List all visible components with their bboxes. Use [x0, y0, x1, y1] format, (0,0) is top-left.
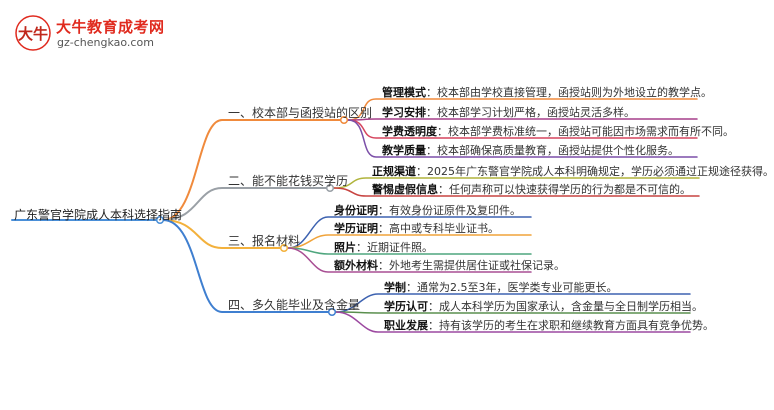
- root-topic: 广东警官学院成人本科选择指南: [14, 208, 183, 222]
- mindmap-connectors: [11, 98, 700, 333]
- leaf-text: 校本部由学校直接管理，函授站则为外地设立的教学点。: [437, 86, 712, 99]
- leaf-separator: ：: [428, 319, 439, 332]
- leaf-text: 近期证件照。: [367, 241, 433, 254]
- leaf-item-1-4: 教学质量：校本部确保高质量教育，函授站提供个性化服务。: [382, 142, 679, 158]
- leaf-separator: ：: [437, 125, 448, 138]
- leaf-text: 外地考生需提供居住证或社保记录。: [389, 259, 565, 272]
- branch-dot-1: [339, 115, 349, 125]
- branch-connector-3: [162, 219, 281, 249]
- leaf-connector-3-4: [287, 247, 532, 273]
- logo-title: 大牛教育成考网: [56, 18, 165, 36]
- leaf-connector-4-3: [335, 311, 691, 333]
- leaf-text: 校本部确保高质量教育，函授站提供个性化服务。: [437, 144, 679, 157]
- leaf-key: 学费透明度: [382, 125, 437, 138]
- root-dot: [155, 215, 165, 225]
- branch-dot-4: [327, 307, 337, 317]
- leaf-item-1-3: 学费透明度：校本部学费标准统一，函授站可能因市场需求而有所不同。: [382, 123, 734, 139]
- leaf-item-1-2: 学习安排：校本部学习计划严格，函授站灵活多样。: [382, 104, 635, 120]
- branch-connector-4: [162, 219, 329, 313]
- leaf-text: 高中或专科毕业证书。: [389, 222, 499, 235]
- leaf-item-2-1: 正规渠道：2025年广东警官学院成人本科明确规定，学历必须通过正规途径获得。: [372, 163, 774, 179]
- branch-label-3: 三、报名材料: [228, 234, 301, 248]
- leaf-key: 警惕虚假信息: [372, 183, 438, 196]
- leaf-item-2-2: 警惕虚假信息：任何声称可以快速获得学历的行为都是不可信的。: [372, 181, 691, 197]
- leaf-separator: ：: [426, 144, 437, 157]
- leaf-text: 校本部学费标准统一，函授站可能因市场需求而有所不同。: [448, 125, 734, 138]
- branch-dot-3: [279, 243, 289, 253]
- leaf-separator: ：: [428, 300, 439, 313]
- branch-label-2: 二、能不能花钱买学历: [228, 174, 349, 188]
- branch-dot-2: [325, 183, 335, 193]
- svg-text:大牛: 大牛: [18, 25, 48, 43]
- leaf-item-3-4: 额外材料：外地考生需提供居住证或社保记录。: [334, 257, 565, 273]
- leaf-item-4-1: 学制：通常为2.5至3年，医学类专业可能更长。: [384, 279, 618, 295]
- leaf-separator: ：: [416, 165, 427, 178]
- leaf-key: 学制: [384, 281, 406, 294]
- logo-url: gz-chengkao.com: [57, 36, 154, 49]
- branch-connector-2: [162, 187, 327, 221]
- leaf-text: 成人本科学历为国家承认，含金量与全日制学历相当。: [439, 300, 703, 313]
- leaf-text: 有效身份证原件及复印件。: [389, 204, 521, 217]
- leaf-key: 教学质量: [382, 144, 426, 157]
- leaf-key: 照片: [334, 241, 356, 254]
- leaf-item-4-2: 学历认可：成人本科学历为国家承认，含金量与全日制学历相当。: [384, 298, 703, 314]
- leaf-separator: ：: [378, 259, 389, 272]
- leaf-text: 2025年广东警官学院成人本科明确规定，学历必须通过正规途径获得。: [427, 165, 774, 178]
- leaf-separator: ：: [378, 204, 389, 217]
- leaf-text: 持有该学历的考生在求职和继续教育方面具有竞争优势。: [439, 319, 714, 332]
- leaf-key: 学历认可: [384, 300, 428, 313]
- leaf-key: 学习安排: [382, 106, 426, 119]
- leaf-separator: ：: [426, 106, 437, 119]
- leaf-separator: ：: [378, 222, 389, 235]
- leaf-item-4-3: 职业发展：持有该学历的考生在求职和继续教育方面具有竞争优势。: [384, 317, 714, 333]
- leaf-separator: ：: [438, 183, 449, 196]
- leaf-connector-1-4: [347, 119, 698, 158]
- site-logo[interactable]: 大牛 大牛教育成考网 gz-chengkao.com: [14, 14, 164, 54]
- leaf-key: 身份证明: [334, 204, 378, 217]
- leaf-item-1-1: 管理模式：校本部由学校直接管理，函授站则为外地设立的教学点。: [382, 84, 712, 100]
- leaf-text: 校本部学习计划严格，函授站灵活多样。: [437, 106, 635, 119]
- leaf-item-3-1: 身份证明：有效身份证原件及复印件。: [334, 202, 521, 218]
- leaf-key: 学历证明: [334, 222, 378, 235]
- leaf-key: 管理模式: [382, 86, 426, 99]
- leaf-text: 通常为2.5至3年，医学类专业可能更长。: [417, 281, 618, 294]
- leaf-item-3-2: 学历证明：高中或专科毕业证书。: [334, 220, 499, 236]
- leaf-key: 职业发展: [384, 319, 428, 332]
- leaf-key: 正规渠道: [372, 165, 416, 178]
- leaf-key: 额外材料: [334, 259, 378, 272]
- leaf-connector-2-2: [333, 187, 700, 197]
- branch-label-4: 四、多久能毕业及含金量: [228, 298, 361, 312]
- branch-label-1: 一、校本部与函授站的区别: [228, 106, 373, 120]
- leaf-separator: ：: [406, 281, 417, 294]
- leaf-item-3-3: 照片：近期证件照。: [334, 239, 433, 255]
- leaf-separator: ：: [356, 241, 367, 254]
- logo-mark-icon: 大牛: [15, 15, 51, 51]
- leaf-text: 任何声称可以快速获得学历的行为都是不可信的。: [449, 183, 691, 196]
- branch-connector-1: [162, 119, 341, 221]
- leaf-separator: ：: [426, 86, 437, 99]
